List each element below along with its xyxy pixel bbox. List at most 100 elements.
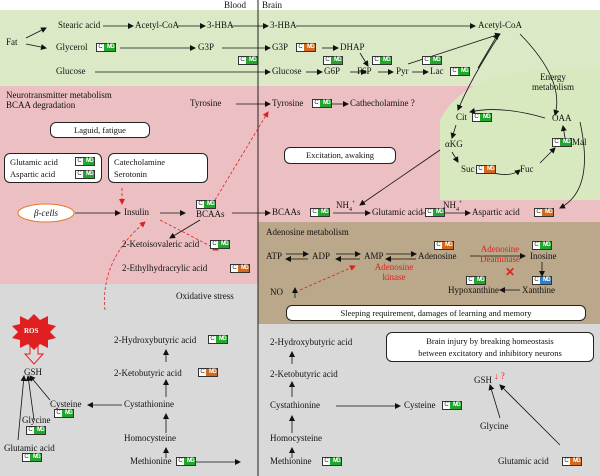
arrow [539,147,556,164]
ketobutyric-blood-label: 2-Ketobutyric acid [114,368,182,378]
gsh-blood-label: GSH [24,367,43,377]
catecholamine-question-label: Cathecholamine ? [350,98,415,108]
badge-g-letter: G [190,458,195,464]
badge-g-letter: G [212,369,217,375]
glycerol-label: Glycerol [56,42,88,52]
suc-label: Suc [461,164,475,174]
g6p-label: G6P [324,66,341,76]
amp-label: AMP [364,251,384,261]
arrow [559,121,585,209]
oaa-label: OAA [552,113,572,123]
arrow [25,43,47,50]
hba-brain-label: 3-HBA [270,20,297,30]
arrow [499,384,561,446]
badge-g-letter: G [110,44,115,50]
red-arrow [104,221,146,311]
g3p-brain-label: G3P [272,42,289,52]
adp-label: ADP [312,251,331,261]
badge-g-letter: G [464,68,469,74]
bcaas-blood-label: BCAAs [196,209,225,219]
badge-g-letter: G [68,410,73,416]
cit-label: Cit [456,112,468,122]
column-blood: Blood [224,0,247,10]
mal-label: Mal [572,137,587,147]
adenosine-label: Adenosine [418,251,457,261]
arrow [469,107,546,119]
badge-g-letter: G [486,114,491,120]
badge-g-letter: G [252,57,257,63]
inhibition-x-icon: ✕ [505,265,516,279]
xanthine-label: Xanthine [522,285,555,295]
adenosine-kinase-label: Adenosine kinase [374,262,414,282]
ros-arrow [23,345,45,365]
column-brain: Brain [262,0,282,10]
arrow [169,219,201,239]
badge-g-letter: G [546,242,551,248]
catecholamine-serotonin-box: Catecholamine Serotonin [108,153,208,183]
badge-g-letter: G [480,277,485,283]
badge-g-letter: G [40,427,45,433]
cystathionine-brain-label: Cystathionine [270,400,320,410]
badge-g-letter: G [326,100,331,106]
no-label: NO [270,287,283,297]
red-arrow [214,111,269,201]
f6p-label: F6P [357,66,372,76]
badge-g-letter: G [244,265,249,271]
arrow [25,27,47,39]
badge-g-letter: G [548,209,553,215]
g3p-blood-label: G3P [198,42,215,52]
glucose-brain-label: Glucose [272,66,302,76]
badge-g-letter: G [448,242,453,248]
arrow [488,384,501,419]
gsh-brain-label: GSH [474,375,493,385]
adenosine-deaminase-label: Adenosine Deaminase [480,244,520,264]
excitation-box: Excitation, awaking [284,147,396,164]
ros-burst [12,314,56,350]
glutamic-blood-label: Glutamic acid [4,443,55,453]
cysteine-brain-label: Cysteine [404,400,436,410]
hydroxybutyric-blood-label: 2-Hydroxybutyric acid [114,335,197,345]
arrow [477,33,499,69]
arrow [25,375,35,421]
badge-g-letter: G [386,57,391,63]
arrow [451,151,459,163]
beta-cells-label: β-cells [34,208,58,218]
badge-g-letter: G [436,57,441,63]
arrow [29,375,51,401]
arrow [17,375,27,441]
fat-label: Fat [6,37,18,47]
homocysteine-blood-label: Homocysteine [124,433,176,443]
ketoisovaleric-label: 2-Ketoisovaleric acid [122,239,200,249]
cystathionine-blood-label: Cystathionine [124,399,174,409]
stearic-acid-label: Stearic acid [58,20,101,30]
cysteine-blood-label: Cysteine [50,399,82,409]
arrow [359,149,441,206]
methionine-blood-label: Methionine [130,456,172,466]
arrow [450,124,457,139]
methionine-brain-label: Methionine [270,456,312,466]
badge-g-letter: G [89,171,94,177]
badge-g-letter: G [439,209,444,215]
region-neuro-label: Neurotransmitter metabolism BCAA degrada… [6,90,112,110]
badge-g-letter: G [222,336,227,342]
akg-label: αKG [445,139,463,149]
